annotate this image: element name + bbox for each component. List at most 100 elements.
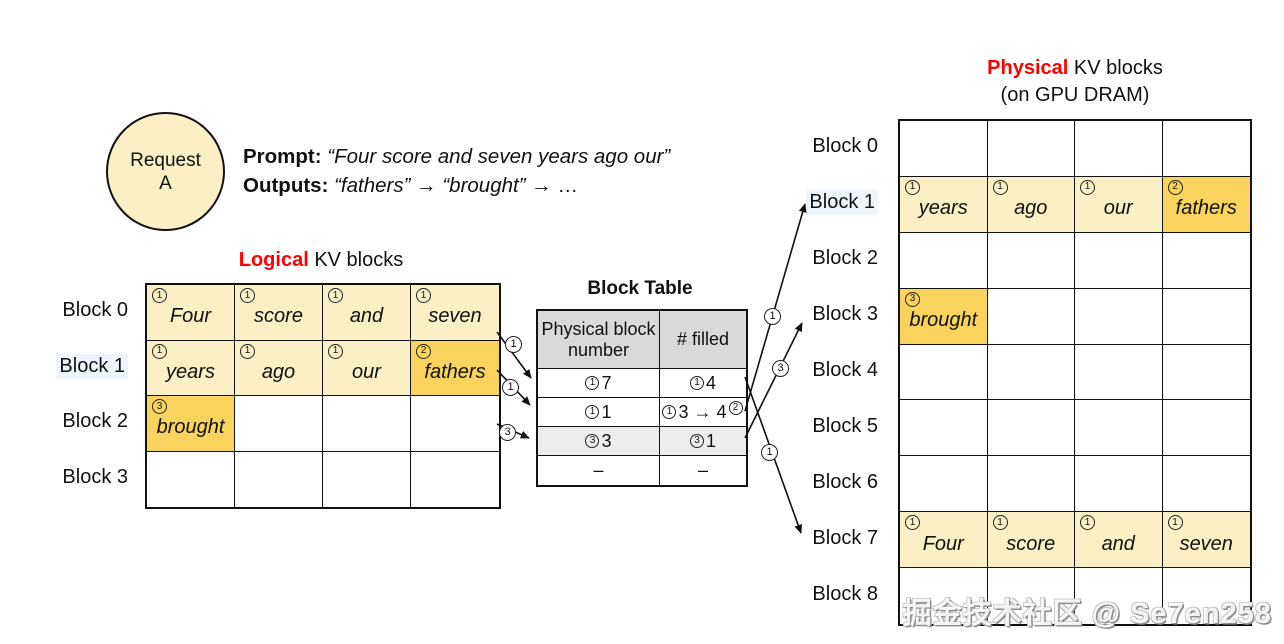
token-word: fathers (1175, 197, 1237, 220)
ref-count-badge: 1 (416, 288, 431, 303)
output-token-2: “brought” (442, 174, 526, 197)
logical-cell-r1c1: 1 ago (235, 340, 323, 396)
ref-count-badge: 2 (1167, 179, 1183, 195)
ref-count-badge: 3 (905, 291, 920, 307)
physical-cell-empty (987, 121, 1075, 177)
outputs-line: Outputs: “fathers” → “brought” → … (243, 171, 670, 200)
token-word: fathers (424, 360, 486, 383)
block-table-r3-filled: – (697, 460, 708, 480)
token-word: years (918, 197, 968, 220)
arrow-badge: 1 (764, 308, 781, 325)
token-word: seven (1179, 532, 1233, 555)
physical-cell-empty (900, 344, 988, 401)
token-word: brought (156, 416, 225, 439)
physical-kv-title: Physical KV blocks (on GPU DRAM) (873, 55, 1277, 109)
block-table-header-physical: Physical block number (538, 311, 660, 369)
physical-cell-empty (1075, 232, 1163, 289)
token-word: seven (428, 305, 482, 328)
block-table-header-filled: # filled (660, 311, 746, 369)
physical-row-label-6: Block 6 (812, 470, 878, 493)
token-word: ago (261, 360, 296, 383)
ref-count-badge: 1 (905, 179, 920, 195)
physical-cell-empty (900, 232, 988, 289)
physical-row-labels: Block 0 Block 1 Block 2 Block 3 Block 4 … (762, 119, 888, 622)
physical-cell-r1c0: 1 years (900, 176, 988, 233)
token-word: and (349, 305, 384, 328)
ref-count-badge: 1 (240, 288, 255, 303)
logical-title-accent: Logical (238, 249, 309, 271)
logical-row-label-2: Block 2 (62, 410, 128, 433)
logical-cell-r0c1: 1 score (235, 285, 323, 341)
token-word: our (1103, 197, 1133, 220)
arrow-badge: 3 (772, 360, 789, 377)
token-word: score (1006, 532, 1056, 555)
physical-cell-empty (1162, 121, 1250, 177)
ref-count-badge: 1 (905, 515, 920, 531)
prompt-label: Prompt: (243, 145, 322, 168)
physical-cell-empty (900, 400, 988, 457)
physical-row-label-8: Block 8 (812, 582, 878, 605)
ref-count-badge: 1 (1167, 515, 1183, 531)
ellipsis: … (557, 174, 578, 197)
ref-count-badge: 1 (992, 515, 1008, 531)
ref-count-badge: 1 (689, 376, 704, 390)
arrow-glyph: → (416, 174, 437, 197)
token-word: score (254, 305, 303, 328)
output-token-1: “fathers” (334, 174, 411, 197)
ref-count-badge: 1 (152, 288, 167, 303)
physical-cell-r1c3: 2 fathers (1162, 176, 1250, 233)
ref-count-badge: 3 (689, 434, 704, 448)
request-id: A (159, 172, 172, 194)
logical-cell-empty (235, 451, 323, 507)
prompt-panel: Prompt: “Four score and seven years ago … (243, 142, 670, 200)
physical-cell-empty (1075, 121, 1163, 177)
physical-cell-empty (1162, 233, 1250, 289)
token-word: our (352, 360, 381, 383)
physical-cell-empty (987, 344, 1075, 401)
arrow-badge: 1 (502, 379, 519, 396)
physical-cell-empty (1162, 456, 1250, 513)
physical-row-label-5: Block 5 (812, 414, 878, 437)
physical-row-label-1: Block 1 (762, 175, 888, 231)
logical-cell-empty (323, 396, 411, 452)
token-word: ago (1014, 197, 1048, 220)
physical-cell-empty (1075, 568, 1163, 625)
logical-title-rest: KV blocks (308, 249, 404, 271)
ref-count-badge: 1 (992, 179, 1008, 195)
ref-count-badge: 1 (585, 376, 600, 390)
physical-cell-empty (1162, 345, 1250, 401)
physical-cell-empty (988, 568, 1075, 625)
physical-cell-empty (987, 400, 1075, 457)
physical-cell-empty (1162, 400, 1250, 457)
arrow-badge: 1 (761, 444, 778, 461)
physical-cell-empty (987, 288, 1075, 345)
request-a-node: Request A (106, 112, 225, 231)
physical-row-label-2: Block 2 (812, 247, 878, 270)
logical-row-labels: Block 0 Block 1 Block 2 Block 3 (18, 283, 138, 505)
prompt-line: Prompt: “Four score and seven years ago … (243, 142, 670, 171)
prompt-value: “Four score and seven years ago our” (327, 145, 671, 168)
ref-count-badge: 1 (240, 343, 255, 359)
logical-cell-empty (323, 451, 411, 507)
logical-row-label-1: Block 1 (18, 339, 138, 395)
ref-count-badge: 1 (585, 405, 600, 419)
physical-cell-empty (900, 456, 988, 513)
